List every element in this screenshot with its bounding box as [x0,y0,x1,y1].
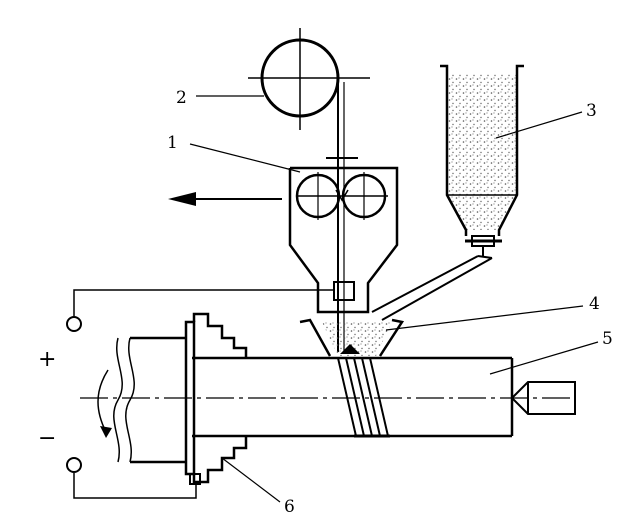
flux-delivery-tube [371,255,493,321]
weld-bead [337,357,390,438]
flux-hopper [440,64,524,256]
flux-funnel [299,318,405,357]
positive-terminal-label: + [38,347,56,372]
rotating-chuck [130,312,248,485]
power-circuit [66,289,334,499]
travel-direction-arrow [168,192,282,206]
workpiece-cylinder [80,356,575,438]
tailstock-center [510,381,576,415]
part-label-6: 6 [284,497,295,517]
negative-terminal-label: − [38,426,56,451]
part-label-4: 4 [589,294,600,314]
wire-feed-unit [288,157,399,314]
welding-wire [337,82,345,352]
part-label-2: 2 [176,88,187,108]
wire-reel [248,28,370,130]
leader-lines [189,95,599,503]
spindle-break-lines [113,337,135,463]
part-label-1: 1 [167,133,178,153]
rotation-arrow [97,369,112,438]
part-label-3: 3 [586,101,597,121]
part-label-5: 5 [602,329,613,349]
